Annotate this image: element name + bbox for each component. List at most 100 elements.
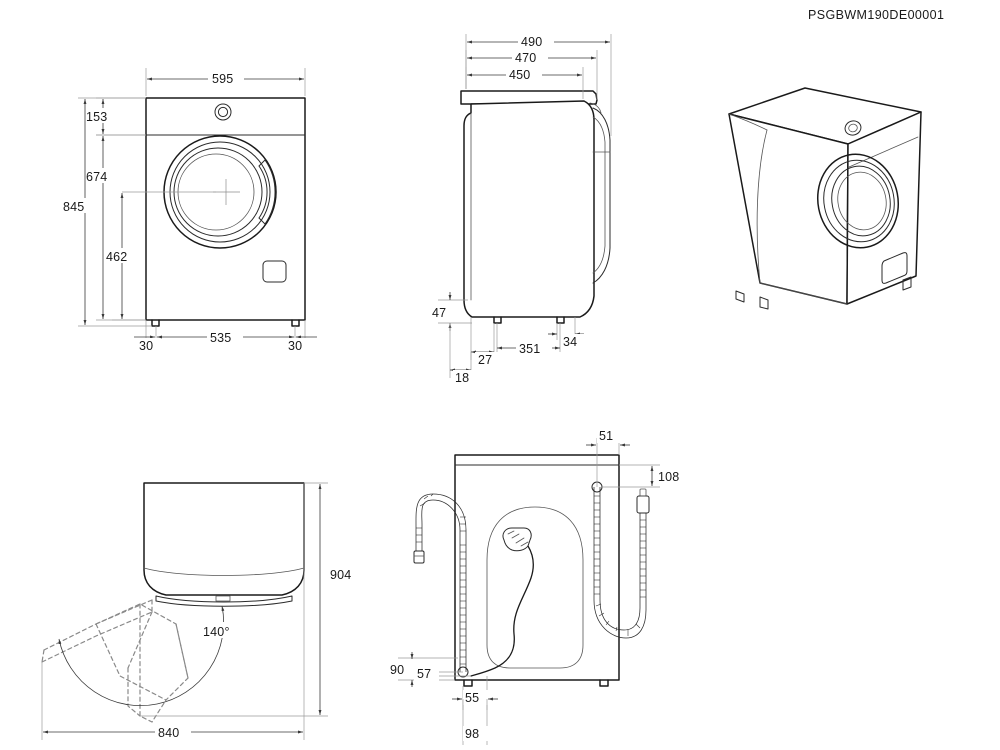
side-dim-47-label: 47 (432, 306, 446, 320)
swing-dim-840: 840 (41, 483, 305, 740)
swing-door-open-edge-bottom (41, 611, 153, 663)
side-door-bulge (592, 107, 611, 284)
rear-power-cord (470, 527, 535, 677)
iso-left-edge-top (728, 113, 768, 131)
swing-angle-arc (58, 605, 225, 707)
rear-elevation-view: 51 108 90 (388, 428, 689, 745)
rear-dim-57-label: 57 (417, 667, 431, 681)
swing-door-open-edge-top (43, 599, 153, 651)
side-dim-18: 18 (449, 323, 478, 385)
front-door-center-mark (213, 179, 240, 205)
rear-drain-hose-connector (636, 495, 650, 514)
swing-door-handle (215, 595, 231, 602)
swing-door-bowl (95, 603, 189, 701)
iso-door-glass-inner (837, 171, 887, 231)
swing-door-bowl-lower (139, 689, 167, 723)
iso-foot-rear-left (735, 290, 745, 303)
front-program-knob-outer (214, 103, 232, 121)
side-dim-470-label: 470 (515, 51, 536, 65)
side-dim-47: 47 (430, 292, 472, 331)
front-dim-462: 462 (104, 191, 216, 321)
side-hinge-nub (589, 102, 602, 114)
front-foot-right (291, 319, 300, 327)
iso-program-knob-inner (848, 123, 858, 133)
rear-dim-51: 51 (586, 428, 630, 487)
rear-dim-108: 108 (602, 464, 689, 488)
isometric-perspective-view (728, 87, 922, 310)
rear-dim-55: 55 (452, 676, 498, 710)
swing-dim-904-label: 904 (330, 568, 351, 582)
side-dim-27-label: 27 (478, 353, 492, 367)
side-dim-34-label: 34 (563, 335, 577, 349)
front-dim-base-row: 30 535 30 (134, 320, 317, 353)
rear-dim-90: 90 (388, 652, 458, 687)
iso-side-face (728, 113, 849, 305)
front-dim-462-label: 462 (106, 250, 127, 264)
rear-dim-57: 57 (414, 666, 470, 681)
swing-angle-label-bg (200, 622, 242, 638)
rear-inlet-hose-coupling (413, 550, 425, 564)
swing-door-open-dashed (41, 599, 189, 723)
iso-foot-right (902, 276, 912, 291)
rear-drain-hose-corrugation (594, 495, 646, 636)
rear-dim-108-label: 108 (658, 470, 679, 484)
front-dim-535-label: 535 (210, 331, 231, 345)
rear-power-plug (502, 527, 532, 552)
front-filter-flap (262, 260, 287, 283)
rear-dim-51-label: 51 (599, 429, 613, 443)
rear-inlet-hose (413, 493, 467, 672)
front-dim-30-right-label: 30 (288, 339, 302, 353)
front-elevation-view: 595 153 674 (62, 68, 317, 353)
swing-door-open-edge-left (41, 649, 45, 663)
rear-cabinet-outline (454, 454, 620, 681)
rear-drain-hose-tip (639, 488, 647, 497)
swing-dim-904: 904 (140, 482, 364, 717)
rear-inlet-hose-corrugation (416, 493, 466, 665)
front-dim-width-595: 595 (145, 68, 306, 96)
front-dim-153-label: 153 (86, 110, 107, 124)
part-code-label: PSGBWM190DE00001 (808, 8, 944, 22)
front-handle-cap-bottom (258, 217, 266, 225)
side-elevation-view: 490 470 450 (430, 34, 612, 385)
side-dim-351-label: 351 (519, 342, 540, 356)
side-foot-rear (556, 316, 565, 324)
front-dim-30-left-label: 30 (139, 339, 153, 353)
side-door-bulge-inner (592, 116, 606, 274)
rear-dim-98-label: 98 (465, 727, 479, 741)
front-door-handle-arc-inner (258, 165, 268, 219)
swing-dim-angle-label: 140° (203, 625, 230, 639)
iso-bottom-seam (759, 282, 848, 305)
rear-foot-right (599, 679, 609, 687)
side-dim-34: 34 (548, 317, 586, 349)
top-door-swing-view: 140° 904 840 (41, 482, 364, 740)
side-dim-450-label: 450 (509, 68, 530, 82)
side-dim-27: 27 (470, 317, 500, 367)
side-dim-450: 450 (465, 67, 584, 99)
rear-dim-55-label: 55 (465, 691, 479, 705)
side-dim-18-label: 18 (455, 371, 469, 385)
iso-foot-front-left (759, 296, 769, 310)
swing-front-band (143, 567, 305, 576)
side-dim-490-label: 490 (521, 35, 542, 49)
rear-dim-98: 98 (462, 699, 488, 745)
front-dim-845-label: 845 (63, 200, 84, 214)
front-dim-door-center-674: 674 (84, 134, 146, 321)
rear-foot-left (463, 679, 473, 687)
side-dim-351: 351 (496, 323, 561, 356)
front-dim-595-label: 595 (212, 72, 233, 86)
iso-door-glass-ring (831, 165, 891, 237)
iso-door-mid-ring (823, 159, 895, 243)
swing-door-closed (155, 595, 293, 607)
iso-door-outer-ring (816, 153, 900, 249)
front-dim-panel-153: 153 (84, 97, 146, 136)
side-dim-470: 470 (465, 50, 598, 100)
front-dim-height-845: 845 (62, 97, 152, 327)
swing-dim-840-label: 840 (158, 726, 179, 740)
front-door-handle-arc-outer (264, 159, 276, 225)
iso-program-knob-outer (844, 120, 862, 136)
front-dim-674-label: 674 (86, 170, 107, 184)
side-foot-front (493, 316, 502, 324)
swing-door-bowl-lower-left (127, 667, 141, 717)
